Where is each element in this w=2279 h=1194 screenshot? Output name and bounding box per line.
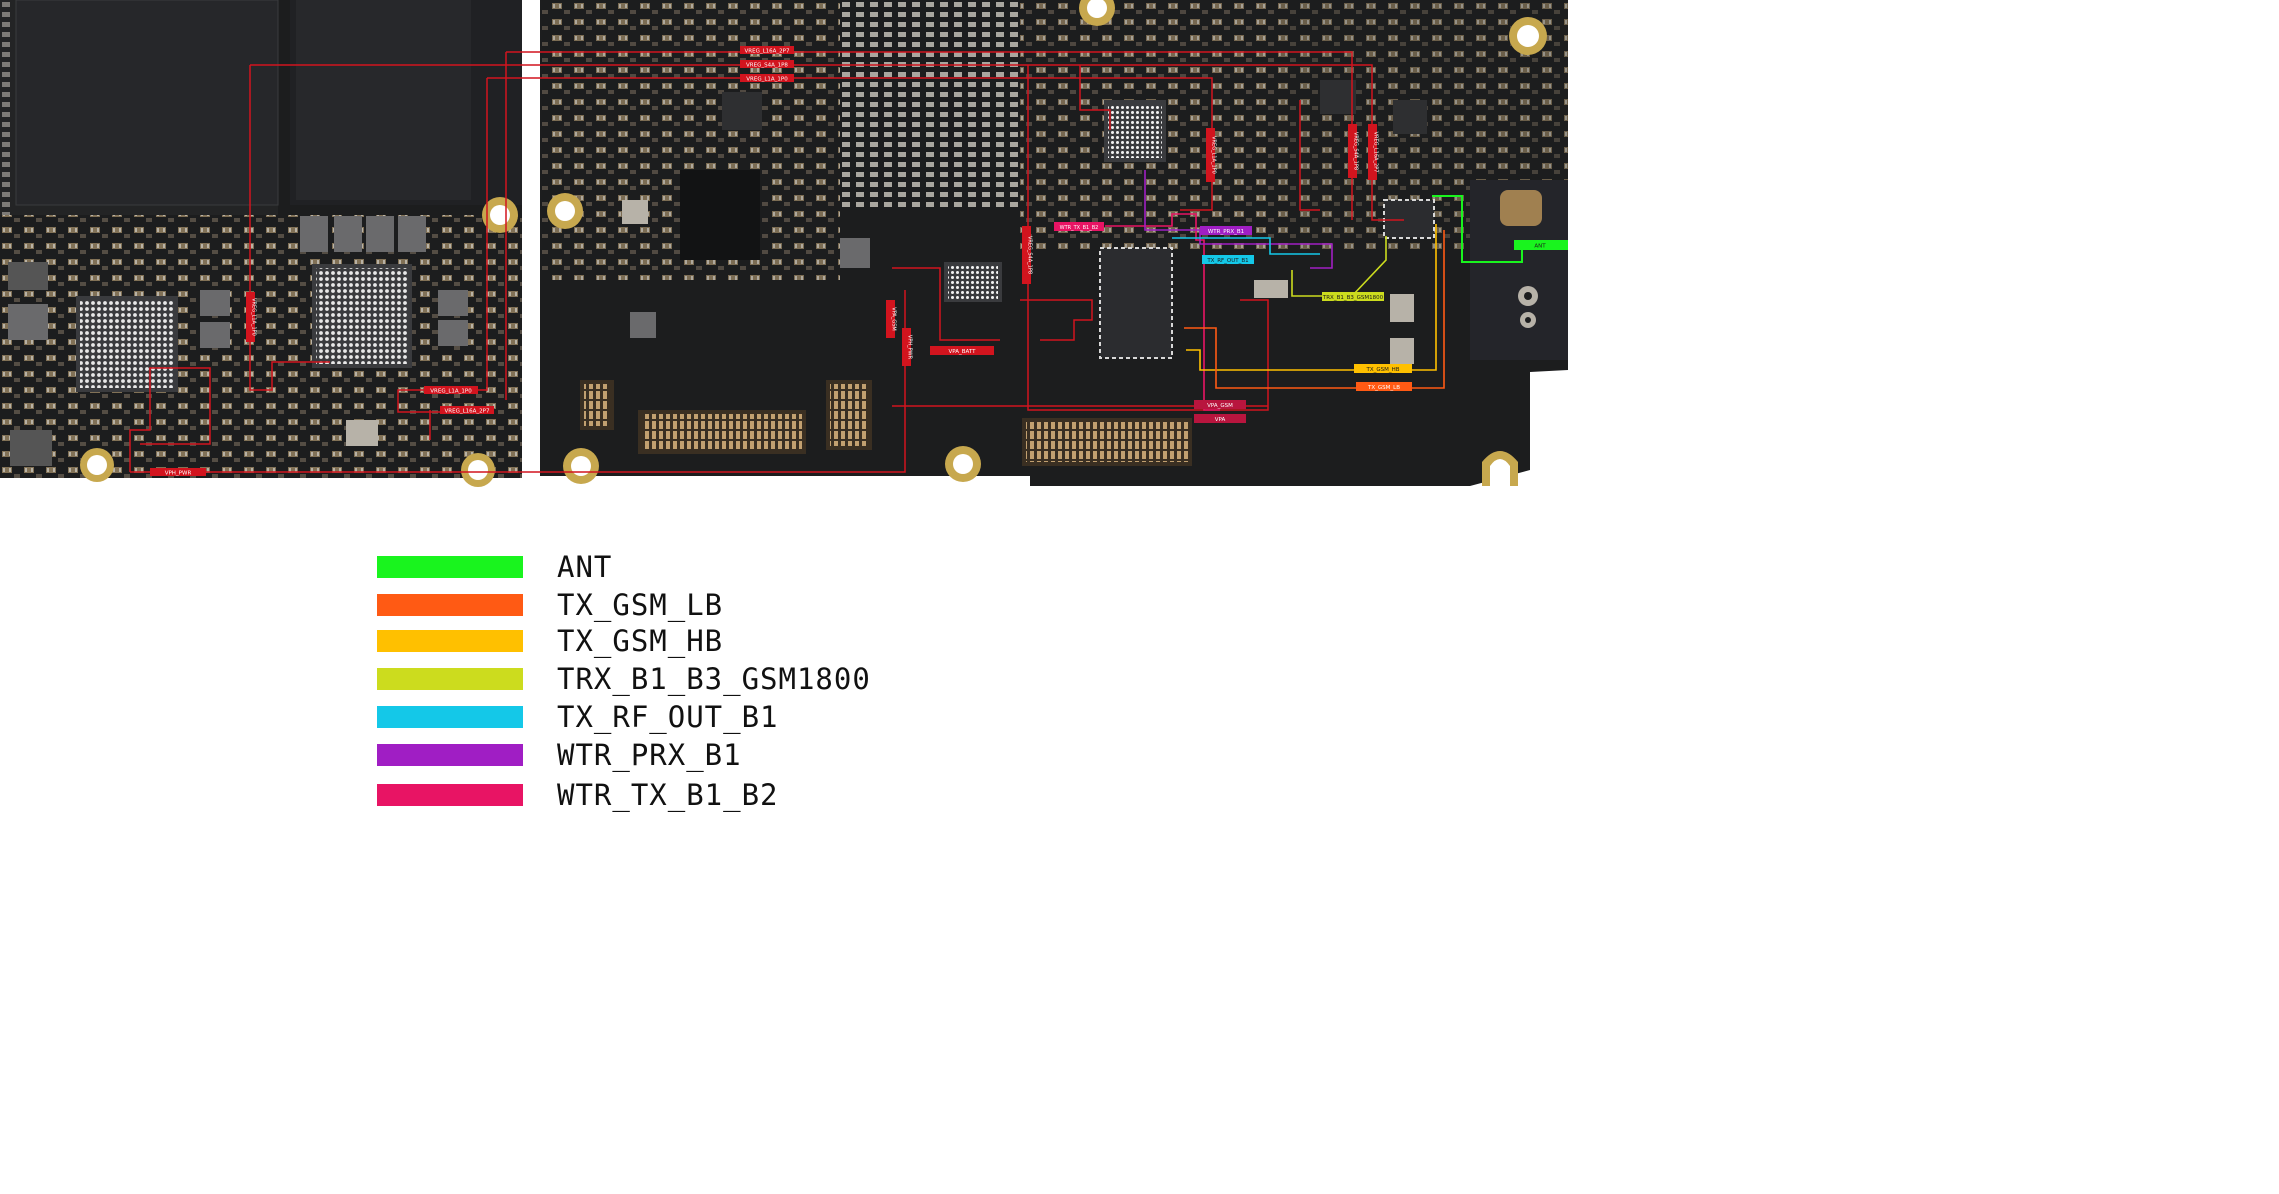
svg-text:VPA_GSM: VPA_GSM [891, 307, 897, 330]
tx-gsm-hb-trace [1186, 224, 1437, 371]
legend-label-ant: ANT [557, 550, 613, 584]
svg-text:WTR_TX_B1_B2: WTR_TX_B1_B2 [1060, 225, 1099, 231]
legend-swatch-tx-rf-out-b1 [377, 706, 523, 728]
board-left-section [0, 0, 522, 487]
wtr-prx-b1-tag: WTR_PRX_B1 [1200, 226, 1252, 235]
legend-swatch-trx-b1-b3-gsm1800 [377, 668, 523, 690]
svg-text:VPA_BATT: VPA_BATT [949, 349, 977, 355]
tx-rf-out-b1-trace [1172, 237, 1320, 255]
legend-item-ant: ANT [377, 548, 1077, 586]
svg-text:VREG_S4A_1P8: VREG_S4A_1P8 [746, 63, 788, 69]
svg-text:VREG_L16A_2P7: VREG_L16A_2P7 [1373, 132, 1379, 173]
svg-text:VPA_GSM: VPA_GSM [1207, 403, 1233, 409]
vreg-l16a-2p7-right-tag: VREG_L16A_2P7 [1368, 124, 1379, 180]
vpa-gsm-tag: VPA_GSM [1194, 400, 1246, 409]
svg-text:TX_RF_OUT_B1: TX_RF_OUT_B1 [1206, 258, 1248, 264]
legend-item-wtr-prx-b1: WTR_PRX_B1 [377, 736, 1077, 774]
svg-text:TX_GSM_HB: TX_GSM_HB [1365, 367, 1399, 373]
legend-item-trx-b1-b3-gsm1800: TRX_B1_B3_GSM1800 [377, 660, 1077, 698]
pcb-board-diagram: VREG_L16A_2P7 VREG_S4A_1P8 VREG_L1A_1P0 … [0, 0, 1568, 500]
legend-swatch-ant [377, 556, 523, 578]
svg-text:VPH_PWR: VPH_PWR [907, 335, 913, 360]
board-right-section [540, 0, 1568, 486]
vreg-l1a-1p0-vertical-tag: VREG_L1A_1P0 [1206, 128, 1217, 182]
legend-item-tx-gsm-lb: TX_GSM_LB [377, 586, 1077, 624]
tx-gsm-lb-trace [1184, 230, 1445, 389]
svg-text:VREG_L1A_1P0: VREG_L1A_1P0 [251, 298, 257, 336]
tx-rf-out-b1-tag: TX_RF_OUT_B1 [1202, 255, 1254, 264]
wtr-tx-b1-b2-trace [1105, 213, 1220, 411]
svg-text:VREG_S4A_1P8: VREG_S4A_1P8 [1027, 236, 1033, 274]
vph-pwr-bottom-tag: VPH_PWR [150, 468, 206, 477]
vreg-l16a-2p7-bottom-tag: VREG_L16A_2P7 [440, 406, 494, 415]
legend-item-tx-rf-out-b1: TX_RF_OUT_B1 [377, 698, 1077, 736]
vreg-l16a-2p7-top-tag: VREG_L16A_2P7 [740, 46, 794, 55]
svg-text:ANT: ANT [1534, 244, 1546, 250]
tx-gsm-hb-tag: TX_GSM_HB [1354, 364, 1412, 373]
legend-label-wtr-prx-b1: WTR_PRX_B1 [557, 738, 742, 772]
legend-swatch-tx-gsm-lb [377, 594, 523, 616]
svg-text:VPH_PWR: VPH_PWR [165, 471, 192, 477]
legend-label-tx-gsm-hb: TX_GSM_HB [557, 624, 724, 658]
legend-label-trx-b1-b3-gsm1800: TRX_B1_B3_GSM1800 [557, 662, 871, 696]
svg-text:VREG_L1A_1P0: VREG_L1A_1P0 [430, 389, 472, 395]
vreg-l1a-1p0-top-tag: VREG_L1A_1P0 [740, 74, 794, 83]
svg-text:VREG_L16A_2P7: VREG_L16A_2P7 [745, 49, 790, 55]
tx-gsm-lb-tag: TX_GSM_LB [1356, 382, 1412, 391]
legend-item-wtr-tx-b1-b2: WTR_TX_B1_B2 [377, 776, 1077, 814]
ant-tag: ANT [1514, 240, 1568, 250]
wtr-tx-b1-b2-tag: WTR_TX_B1_B2 [1054, 222, 1104, 231]
svg-text:TX_GSM_LB: TX_GSM_LB [1367, 385, 1400, 391]
svg-text:VREG_L1A_1P0: VREG_L1A_1P0 [1211, 136, 1217, 174]
vpa-gsm-vertical-tag: VPA_GSM [886, 300, 897, 338]
svg-text:VREG_L1A_1P0: VREG_L1A_1P0 [746, 77, 788, 83]
legend-swatch-tx-gsm-hb [377, 630, 523, 652]
legend-label-tx-rf-out-b1: TX_RF_OUT_B1 [557, 700, 779, 734]
legend-item-tx-gsm-hb: TX_GSM_HB [377, 622, 1077, 660]
wtr-prx-b1-trace [1144, 170, 1333, 269]
svg-text:VREG_L16A_2P7: VREG_L16A_2P7 [445, 409, 490, 415]
legend-label-tx-gsm-lb: TX_GSM_LB [557, 588, 724, 622]
svg-text:VPA: VPA [1215, 417, 1226, 423]
legend-swatch-wtr-tx-b1-b2 [377, 784, 523, 806]
vpa-batt-tag: VPA_BATT [930, 346, 994, 355]
vph-pwr-vertical-tag: VPH_PWR [902, 328, 913, 366]
legend-swatch-wtr-prx-b1 [377, 744, 523, 766]
vreg-l1a-1p0-bottom-tag: VREG_L1A_1P0 [424, 386, 478, 395]
vpa-tag: VPA [1194, 414, 1246, 423]
svg-text:VREG_S4A_1P8: VREG_S4A_1P8 [1353, 132, 1359, 170]
vreg-s4a-1p8-top-tag: VREG_S4A_1P8 [740, 60, 794, 69]
trx-b1-b3-gsm1800-tag: TRX_B1_B3_GSM1800 [1322, 292, 1384, 301]
svg-text:WTR_PRX_B1: WTR_PRX_B1 [1208, 229, 1244, 235]
svg-text:TRX_B1_B3_GSM1800: TRX_B1_B3_GSM1800 [1322, 295, 1384, 301]
vreg-l1a-vertical-left-tag: VREG_L1A_1P0 [246, 292, 257, 342]
vreg-s4a-1p8-vertical-tag: VREG_S4A_1P8 [1022, 226, 1033, 284]
legend-label-wtr-tx-b1-b2: WTR_TX_B1_B2 [557, 778, 779, 812]
vreg-s4a-1p8-right-tag: VREG_S4A_1P8 [1348, 124, 1359, 178]
power-net-traces [129, 51, 1404, 473]
